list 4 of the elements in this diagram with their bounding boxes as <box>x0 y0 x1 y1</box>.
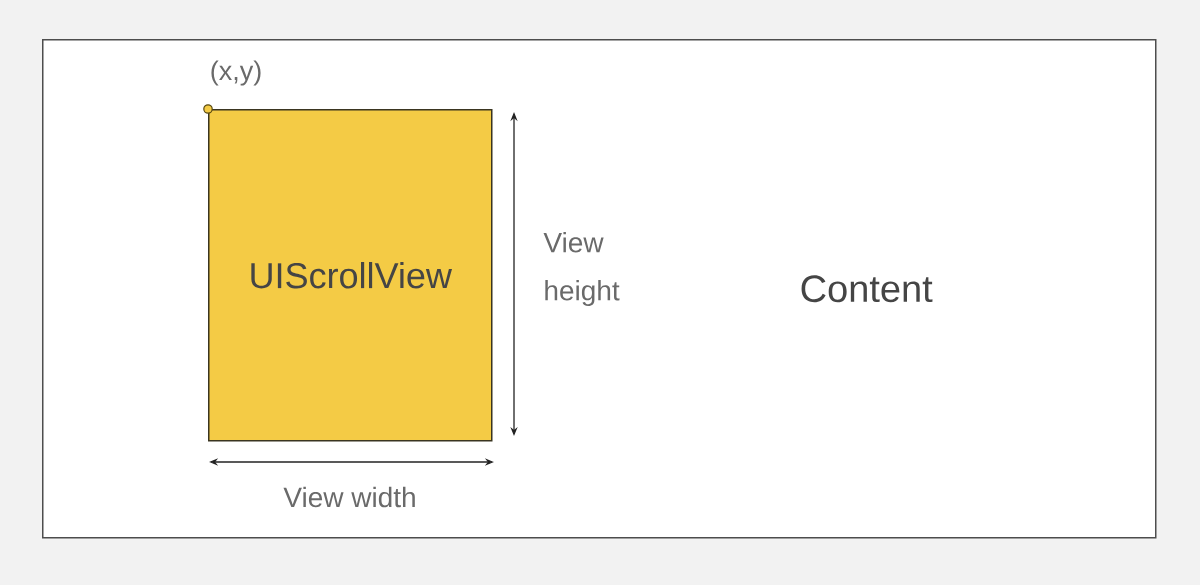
dimension-label: View width <box>283 486 415 508</box>
dimension-label: View height <box>543 231 620 307</box>
scroll-view-box: UIScrollView <box>208 109 493 442</box>
point-label: (x,y) <box>211 60 261 86</box>
